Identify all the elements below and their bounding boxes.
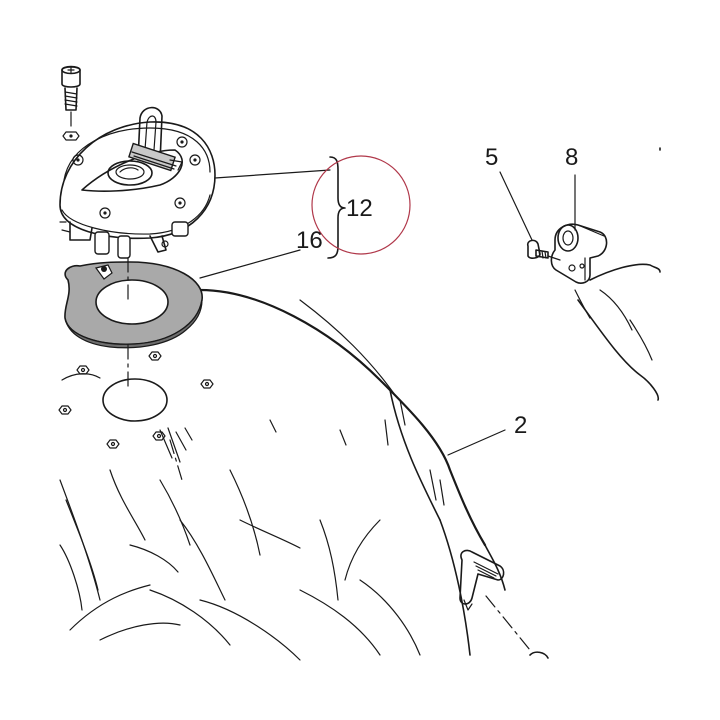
flange-bolt bbox=[99, 207, 111, 219]
tank-bolt-hole bbox=[200, 379, 214, 389]
flange-bolt bbox=[72, 154, 84, 166]
lower-lever-part bbox=[459, 549, 549, 659]
tank-bolt-hole bbox=[152, 431, 166, 441]
tank-bolt-hole bbox=[58, 405, 72, 415]
tank-bolt-hole bbox=[76, 365, 90, 375]
flange-bolt bbox=[174, 197, 186, 209]
assembly-axis-lines bbox=[127, 257, 183, 481]
leader-lines bbox=[199, 169, 576, 456]
callout-label-16: 16 bbox=[296, 227, 323, 254]
flange-bolt bbox=[176, 136, 188, 148]
tank-bolt-hole bbox=[106, 439, 120, 449]
filler-gasket bbox=[64, 261, 203, 349]
callout-label-5: 5 bbox=[485, 144, 498, 171]
filler-cap-assembly bbox=[59, 106, 216, 259]
leader-line-12 bbox=[214, 169, 331, 179]
tank-filler-opening bbox=[102, 378, 168, 422]
mounting-bracket bbox=[550, 223, 608, 284]
tank-bolt-hole bbox=[148, 351, 162, 361]
callout-label-8: 8 bbox=[565, 144, 578, 171]
curly-brace-icon bbox=[327, 156, 346, 259]
flange-bolt bbox=[189, 154, 201, 166]
callout-label-12: 12 bbox=[346, 195, 373, 222]
leader-line-2 bbox=[447, 429, 506, 456]
bracket-screw bbox=[526, 239, 561, 261]
callout-label-2: 2 bbox=[514, 412, 527, 439]
frame-component-right bbox=[574, 147, 661, 401]
highlight-circle-icon bbox=[311, 155, 411, 255]
cap-bolt bbox=[61, 65, 81, 141]
leader-line-16 bbox=[199, 249, 301, 279]
leader-line-5 bbox=[499, 171, 533, 241]
fuel-tank-outline bbox=[58, 288, 506, 661]
